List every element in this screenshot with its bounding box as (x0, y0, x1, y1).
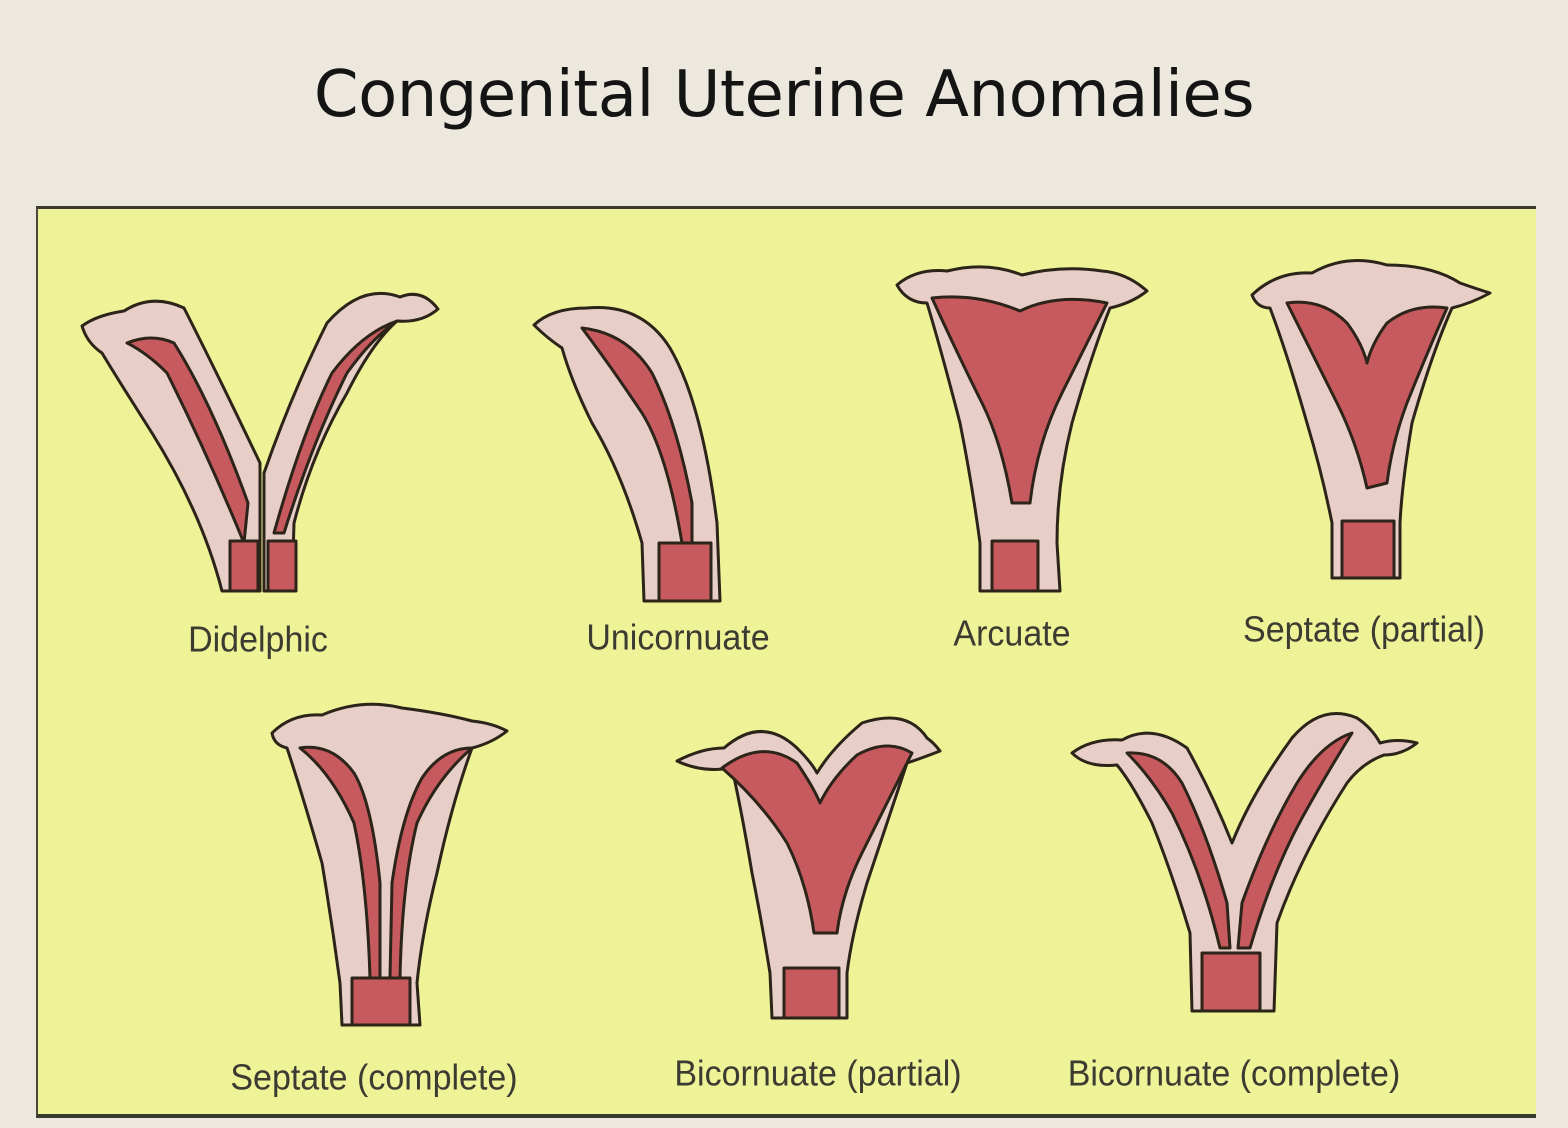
arcuate-figure (895, 265, 1149, 593)
bicornuate-complete-figure (1070, 712, 1419, 1013)
figure-label: Arcuate (953, 614, 1071, 654)
page-title: Congenital Uterine Anomalies (313, 58, 1255, 132)
septate-partial-figure (1250, 259, 1492, 580)
uterus-diagrams (80, 259, 1492, 1027)
figure-label: Septate (partial) (1243, 610, 1485, 650)
didelphic-figure (80, 291, 440, 593)
figure-label: Unicornuate (586, 618, 770, 658)
figure-label: Bicornuate (partial) (674, 1054, 962, 1094)
bicornuate-partial-figure (675, 716, 942, 1020)
unicornuate-figure (532, 306, 722, 603)
figure-label: Septate (complete) (230, 1058, 518, 1098)
septate-complete-figure (270, 702, 509, 1027)
figure-label: Didelphic (188, 620, 328, 660)
diagram-panel: Didelphic Unicornuate Arcuate Septate (p… (36, 206, 1536, 1118)
figure-label: Bicornuate (complete) (1067, 1054, 1401, 1094)
